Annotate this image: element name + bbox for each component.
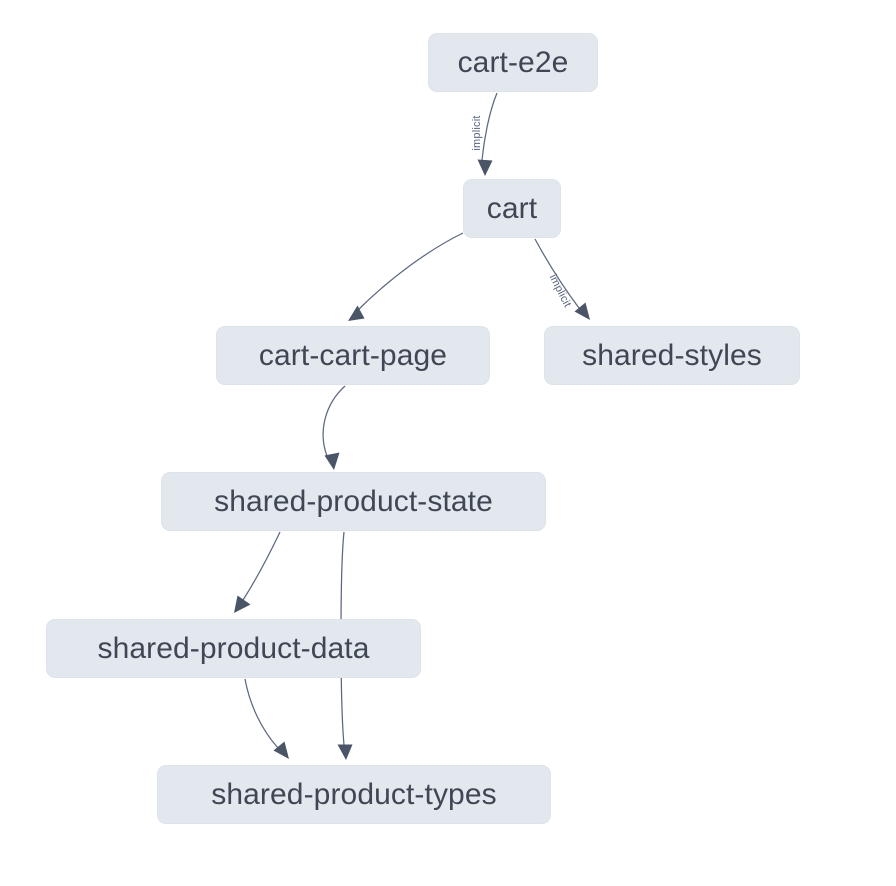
node-shared-product-data[interactable]: shared-product-data (46, 619, 421, 678)
arrowhead-icon (348, 305, 365, 321)
edge-shared-product-state-to-shared-product-data[interactable] (234, 531, 281, 613)
edge-cart-cart-page-to-shared-product-state[interactable] (322, 385, 346, 470)
node-cart-e2e[interactable]: cart-e2e (428, 33, 598, 92)
node-label: shared-product-data (97, 631, 370, 665)
edge-shared-product-data-to-shared-product-types[interactable] (244, 678, 289, 759)
node-label: cart-e2e (457, 45, 569, 79)
arrowhead-icon (273, 741, 289, 759)
arrowhead-icon (234, 595, 251, 613)
node-cart[interactable]: cart (463, 179, 561, 238)
node-label: shared-styles (582, 338, 762, 372)
node-label: shared-product-types (211, 777, 497, 811)
node-label: shared-product-state (214, 484, 493, 518)
arrowhead-icon (574, 302, 590, 320)
edge-cart-to-shared-styles[interactable] (534, 238, 590, 320)
edge-cart-e2e-to-cart[interactable] (477, 92, 498, 176)
node-shared-product-state[interactable]: shared-product-state (161, 472, 546, 531)
edge-path (244, 678, 279, 749)
edge-path (322, 385, 346, 457)
edge-path (242, 531, 281, 601)
node-label: cart (486, 191, 538, 225)
edge-path (481, 92, 498, 161)
arrowhead-icon (337, 744, 353, 760)
edge-cart-to-cart-cart-page[interactable] (348, 232, 464, 321)
edge-path (357, 232, 464, 311)
edge-path (534, 238, 580, 309)
node-label: cart-cart-page (258, 338, 448, 372)
node-cart-cart-page[interactable]: cart-cart-page (216, 326, 490, 385)
node-shared-styles[interactable]: shared-styles (544, 326, 800, 385)
node-shared-product-types[interactable]: shared-product-types (157, 765, 551, 824)
arrowhead-icon (324, 452, 340, 470)
edge-label-implicit-cart-e2e-to-cart: implicit (471, 115, 483, 151)
arrowhead-icon (477, 159, 493, 176)
